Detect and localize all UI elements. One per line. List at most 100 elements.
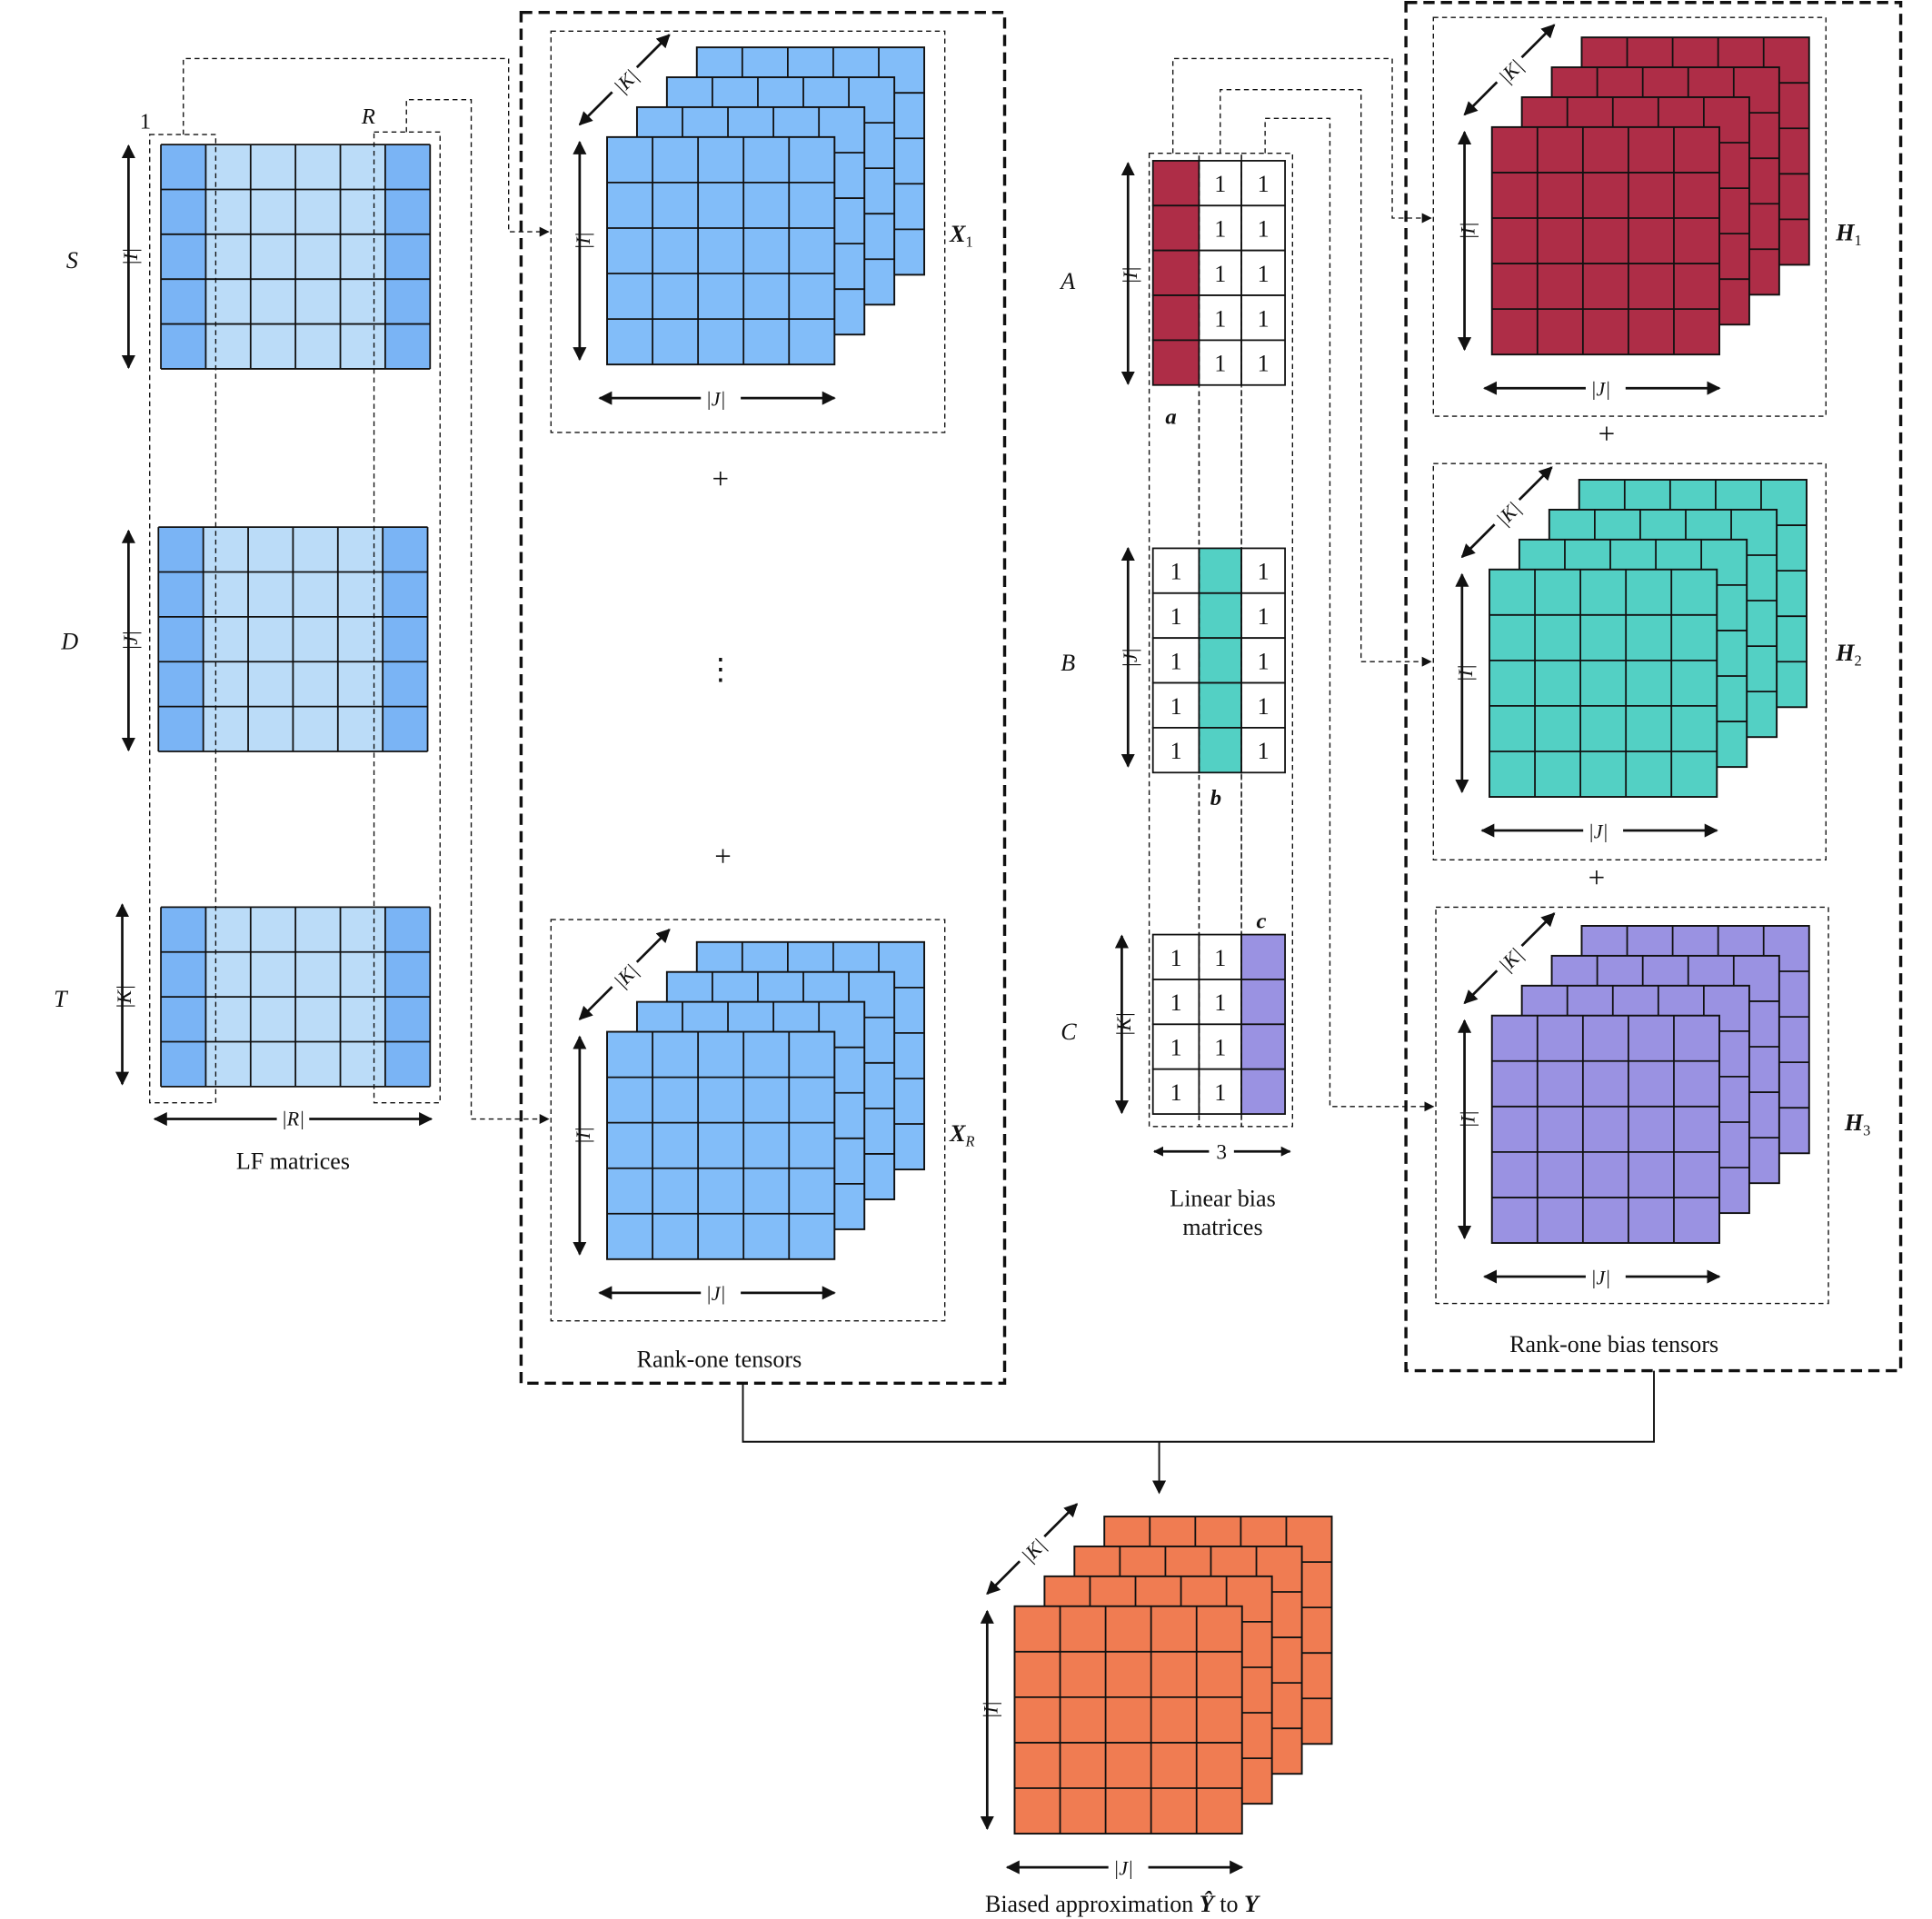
bias-one-value: 1	[1258, 351, 1270, 377]
bias-cell	[1240, 339, 1286, 386]
rank-one-tensors-group: |I||J||K| |I||J||K| X1 XR + ⋮ + Rank-one…	[519, 11, 1007, 1385]
tensor-h3-box	[1435, 906, 1829, 1305]
tensor-h1-box	[1432, 16, 1827, 417]
bias-one-value: 1	[1214, 1035, 1226, 1061]
bias-one-value: 1	[1170, 603, 1182, 630]
dim-j-label: |J|	[1590, 377, 1610, 400]
bias-cell	[1240, 979, 1286, 1026]
bias-cell	[1151, 160, 1200, 207]
tensor-slice	[1489, 568, 1718, 798]
tensor-h1: |I||J||K|	[1457, 24, 1810, 403]
bias-cell	[1198, 681, 1242, 729]
lf-first-column-selector	[149, 134, 217, 1104]
bias-cell	[1151, 204, 1200, 252]
bias-tensors-caption: Rank-one bias tensors	[1509, 1331, 1718, 1357]
bias-one-value: 1	[1214, 351, 1226, 377]
bias-cell	[1151, 249, 1200, 296]
bias-cell	[1198, 933, 1242, 980]
bias-one-value: 1	[1170, 1035, 1182, 1061]
lf-column	[295, 144, 341, 369]
bias-caption-line1: Linear bias	[1170, 1186, 1275, 1212]
dim-i-label: |I|	[1457, 222, 1479, 239]
bias-one-value: 1	[1170, 989, 1182, 1016]
bias-col3-selector	[1240, 152, 1293, 1128]
bias-vector-b-label: b	[1210, 786, 1221, 810]
bias-label-a: A	[1059, 268, 1075, 294]
bias-one-value: 1	[1214, 216, 1226, 243]
bias-width-label: 3	[1216, 1140, 1227, 1164]
bias-one-value: 1	[1214, 989, 1226, 1016]
bias-one-value: 1	[1258, 171, 1270, 197]
lf-label-d: D	[60, 629, 78, 655]
bias-cell	[1151, 681, 1200, 729]
bias-cell	[1151, 339, 1200, 386]
bias-one-value: 1	[1170, 1079, 1182, 1106]
tensor-slice	[1490, 1014, 1720, 1244]
lf-column	[203, 527, 249, 751]
bias-cell	[1240, 933, 1286, 980]
rank-one-plus-bottom: +	[714, 840, 732, 873]
tensor-slice	[1013, 1605, 1243, 1835]
tensor-xr-box	[550, 919, 946, 1322]
bias-cell	[1198, 637, 1242, 684]
bias-label-c: C	[1061, 1019, 1077, 1045]
bias-one-value: 1	[1214, 305, 1226, 332]
bias-one-value: 1	[1214, 261, 1226, 287]
dim-i-label: |I|	[572, 1127, 594, 1144]
bias-cell	[1151, 1068, 1200, 1115]
bias-one-value: 1	[1214, 171, 1226, 197]
tensor-x1: |I||J||K|	[572, 34, 926, 413]
bias-cell	[1151, 979, 1200, 1026]
output-group: |I||J||K| Biased approximation Ŷ to Y	[979, 1503, 1333, 1917]
lf-column	[384, 144, 431, 369]
bias-tensors-group: |I||J||K| |I||J||K| |I||J||K| H1 H2 H3 +…	[1404, 1, 1903, 1373]
tensor-h3: |I||J||K|	[1457, 912, 1810, 1291]
bias-cell	[1240, 294, 1286, 342]
lf-caption: LF matrices	[236, 1148, 350, 1174]
bias-one-value: 1	[1258, 693, 1270, 720]
lf-matrix-s	[160, 144, 432, 370]
lf-column	[340, 144, 385, 369]
bias-b-dim-label: |J|	[1119, 648, 1141, 668]
bias-vector-a-label: a	[1165, 404, 1176, 429]
connector-lf-last-to-xr	[405, 99, 550, 1125]
bias-cell	[1240, 637, 1286, 684]
lf-s-dim-label: |I|	[119, 248, 142, 265]
connector-lf-first-to-x1	[183, 57, 550, 237]
lf-label-t: T	[54, 986, 69, 1012]
bias-tensors-outer-box	[1404, 1, 1903, 1373]
rank-one-plus-top: +	[712, 463, 730, 496]
tensor-x1-label: X1	[949, 221, 973, 250]
tensor-output: |I||J||K|	[979, 1503, 1333, 1882]
tensor-slice	[1490, 125, 1720, 356]
lf-column	[205, 144, 251, 369]
bias-tensors-plus-2: +	[1588, 861, 1606, 894]
bias-vector-c-label: c	[1257, 910, 1267, 934]
bias-cell	[1151, 727, 1200, 774]
bias-cell	[1240, 727, 1286, 774]
lf-label-s: S	[66, 247, 78, 273]
lf-matrix-d	[157, 526, 429, 752]
lf-last-column-label: R	[361, 104, 375, 129]
lf-column	[250, 144, 296, 369]
bias-cell	[1198, 1068, 1242, 1115]
connector-bias-b-to-h2	[1220, 89, 1432, 667]
tensor-x1-box	[550, 30, 946, 433]
bias-one-value: 1	[1258, 305, 1270, 332]
bias-cell	[1198, 1023, 1242, 1070]
bias-one-value: 1	[1258, 261, 1270, 287]
bias-one-value: 1	[1170, 559, 1182, 585]
lf-column	[158, 527, 204, 751]
tensor-h2-label: H2	[1835, 640, 1861, 669]
connector-rank-one-to-output	[742, 1370, 1655, 1443]
dim-i-label: |I|	[1454, 664, 1477, 681]
tensor-slice	[606, 1030, 836, 1260]
lf-d-dim-label: |J|	[119, 631, 142, 651]
lf-column	[337, 527, 383, 751]
rank-one-outer-box	[519, 11, 1007, 1385]
bias-one-value: 1	[1170, 738, 1182, 764]
